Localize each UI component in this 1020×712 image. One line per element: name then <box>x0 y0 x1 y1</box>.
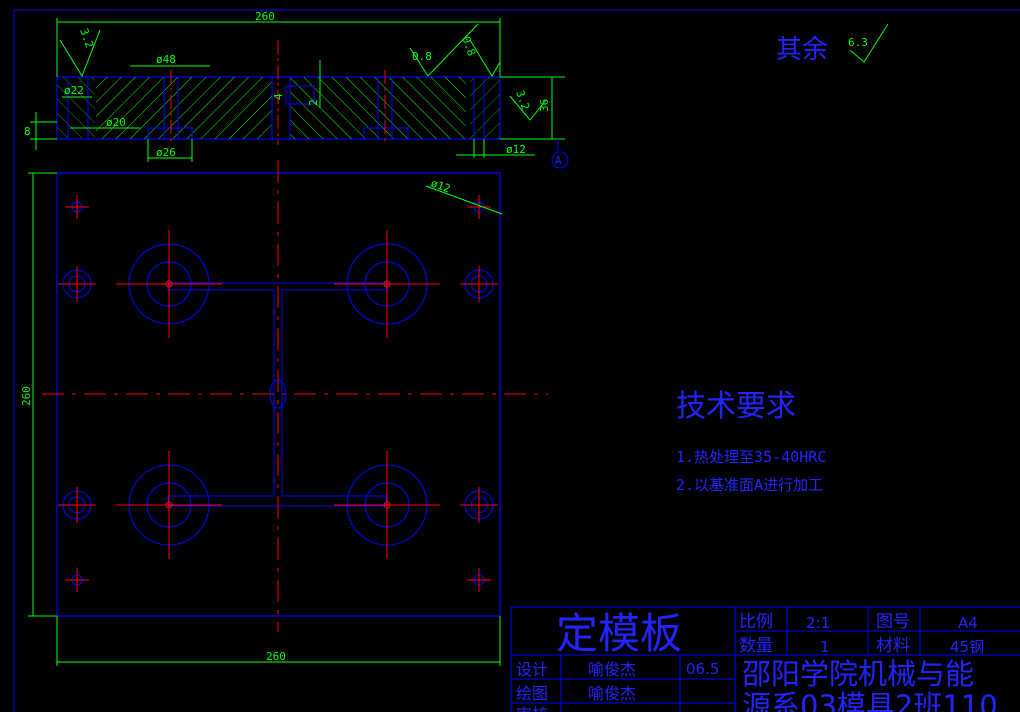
material-value: 45钢 <box>950 638 984 656</box>
datum-label: A <box>555 154 562 167</box>
material-label: 材料 <box>876 636 910 656</box>
cavity-bottom-right <box>334 451 440 559</box>
quantity-value: 1 <box>820 638 830 656</box>
school-line-2: 源系03模具2班110 <box>742 689 998 712</box>
roughness-4: 3.2 <box>513 89 532 112</box>
title-block: 定模板 比例 2:1 图号 A4 数量 1 材料 45钢 设计 喻俊杰 06.5… <box>510 606 1020 712</box>
dim-depth-8: 8 <box>24 125 31 138</box>
requirements-heading: 技术要求 <box>676 389 796 424</box>
drawing-no-label: 图号 <box>876 612 910 632</box>
scale-value: 2:1 <box>806 614 830 632</box>
section-dimensions: 260 ø48 ø22 ø20 ø26 ø12 8 36 2 4 A <box>24 10 569 169</box>
dim-thick-36: 36 <box>538 99 551 112</box>
section-view <box>56 40 501 145</box>
dim-small-2: 2 <box>307 99 320 106</box>
guide-holes <box>58 266 498 523</box>
school-line-1: 邵阳学院机械与能 <box>742 657 974 691</box>
roughness-rest-label: 其余 <box>776 35 828 65</box>
dim-bottom-width: 260 <box>266 650 286 663</box>
dim-dia-12-plan: ø12 <box>429 177 452 196</box>
datum-circle <box>551 151 569 169</box>
roughness-symbols: 3.2 0.8 0.8 3.2 其余 6.3 <box>59 23 889 121</box>
title-block-name: 定模板 <box>556 609 682 658</box>
plan-dimensions: 260 260 ø12 <box>20 172 503 666</box>
draw-name: 喻俊杰 <box>588 684 636 703</box>
quantity-label: 数量 <box>739 636 773 656</box>
dim-small-4: 4 <box>272 93 285 100</box>
cavity-top-left <box>116 230 222 338</box>
dim-dia-12-section: ø12 <box>506 143 526 156</box>
plan-view <box>42 160 548 632</box>
cavity-bottom-left <box>116 451 222 559</box>
design-label: 设计 <box>516 660 548 679</box>
draw-label: 绘图 <box>516 684 548 703</box>
scale-label: 比例 <box>739 612 773 632</box>
technical-requirements: 技术要求 1.热处理至35-40HRC 2.以基准面A进行加工 <box>676 389 826 494</box>
review-label: 审核 <box>516 705 548 712</box>
dim-dia-22: ø22 <box>64 84 84 97</box>
dim-dia-26: ø26 <box>156 146 176 159</box>
screw-holes <box>65 195 491 592</box>
dim-dia-20: ø20 <box>106 116 126 129</box>
runner-channel <box>167 282 387 507</box>
roughness-3: 0.8 <box>459 35 478 58</box>
dim-side-height: 260 <box>20 386 33 406</box>
requirement-item-2: 2.以基准面A进行加工 <box>676 476 823 494</box>
dim-top-width: 260 <box>255 10 275 23</box>
cavity-top-right <box>334 230 440 338</box>
design-name: 喻俊杰 <box>588 660 636 679</box>
design-date: 06.5 <box>686 660 719 678</box>
dim-dia-48: ø48 <box>156 53 176 66</box>
roughness-rest-value: 6.3 <box>848 36 868 49</box>
drawing-no-value: A4 <box>958 614 978 632</box>
requirement-item-1: 1.热处理至35-40HRC <box>676 448 826 466</box>
roughness-2: 0.8 <box>412 50 432 63</box>
roughness-1: 3.2 <box>77 27 96 50</box>
drawing-frame <box>13 9 1020 712</box>
